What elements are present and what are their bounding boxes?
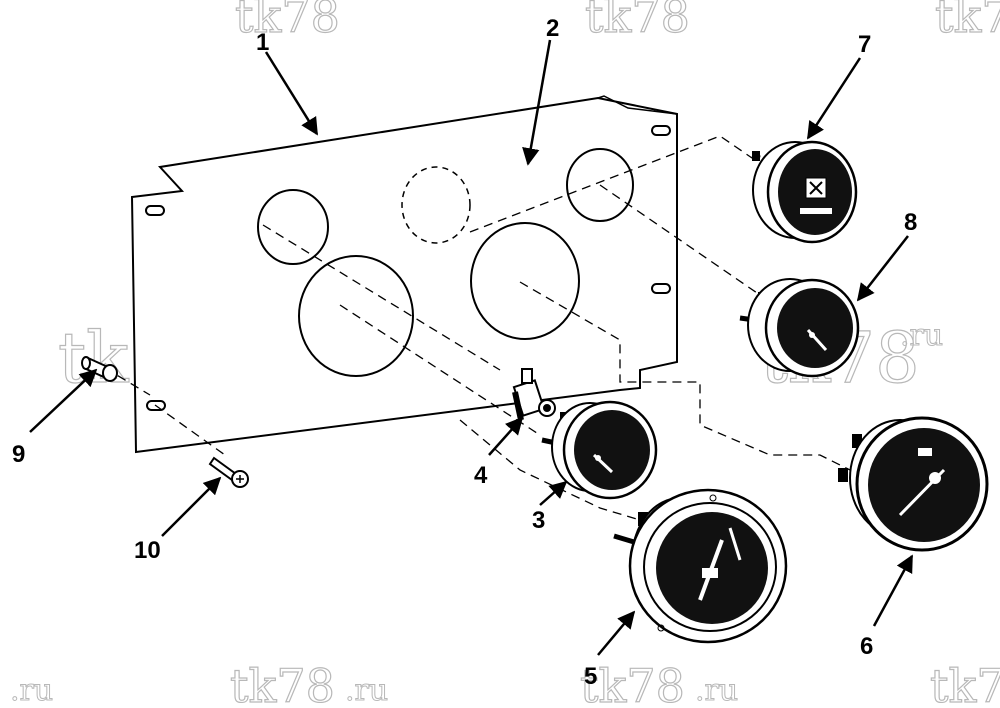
watermark-bottom-2: tk78 [580, 659, 685, 703]
watermark-bottom-1: tk78 [230, 659, 335, 703]
panel-slot-top-left [145, 205, 165, 216]
panel-hole-large-left [298, 255, 414, 377]
watermark-bottom-1-suffix: .ru [345, 673, 388, 703]
leader-8 [856, 235, 909, 302]
watermark-bottom-2-suffix: .ru [695, 673, 738, 703]
leader-10 [161, 476, 222, 537]
panel-slot-bottom-right [651, 283, 671, 294]
panel-slot-bottom-left [146, 400, 166, 411]
panel-hole-hidden [401, 166, 471, 244]
callout-1: 1 [256, 29, 269, 56]
leader-5 [597, 610, 636, 656]
watermark-bottom-0-suffix: .ru [10, 673, 53, 703]
panel-hole-large-right [470, 222, 580, 340]
watermark-bottom-3: tk78 [930, 659, 1000, 703]
callout-10: 10 [134, 537, 161, 564]
leader-4 [488, 416, 524, 456]
watermark-top-2: tk78 [585, 0, 690, 43]
watermark-mid-3-suffix: .ru [900, 318, 943, 353]
leader-2 [522, 39, 552, 166]
callout-labels: 1 2 3 4 5 6 7 8 9 10 [12, 15, 917, 690]
callout-6: 6 [860, 633, 873, 660]
watermark-top-1: tk78 [235, 0, 340, 43]
leader-1 [264, 51, 319, 136]
hourmeter-gauge [751, 140, 858, 244]
callout-5: 5 [584, 663, 597, 690]
gauge-small-lower [541, 400, 658, 500]
tee-fitting [512, 368, 556, 421]
instrument-panel-plate [130, 95, 678, 454]
leader-3 [539, 480, 568, 506]
panel-slot-top-right [651, 125, 671, 136]
spacer-pin [81, 356, 118, 382]
screw [208, 456, 249, 488]
callout-9: 9 [12, 441, 25, 468]
gauge-large-right [838, 416, 989, 552]
leader-7 [806, 57, 862, 140]
panel-hole-small-right [566, 148, 634, 222]
leader-arrows [29, 39, 914, 656]
callout-2: 2 [546, 15, 559, 42]
callout-8: 8 [904, 209, 917, 236]
gauge-large-flanged [613, 488, 788, 644]
leader-9 [29, 368, 98, 433]
leader-6 [872, 554, 914, 627]
callout-7: 7 [858, 31, 871, 58]
watermark-top-3: tk78 [935, 0, 1000, 43]
callout-4: 4 [474, 462, 488, 489]
callout-3: 3 [532, 507, 545, 534]
gauge-small-upper [739, 278, 860, 378]
panel-hole-small-left [257, 189, 329, 265]
